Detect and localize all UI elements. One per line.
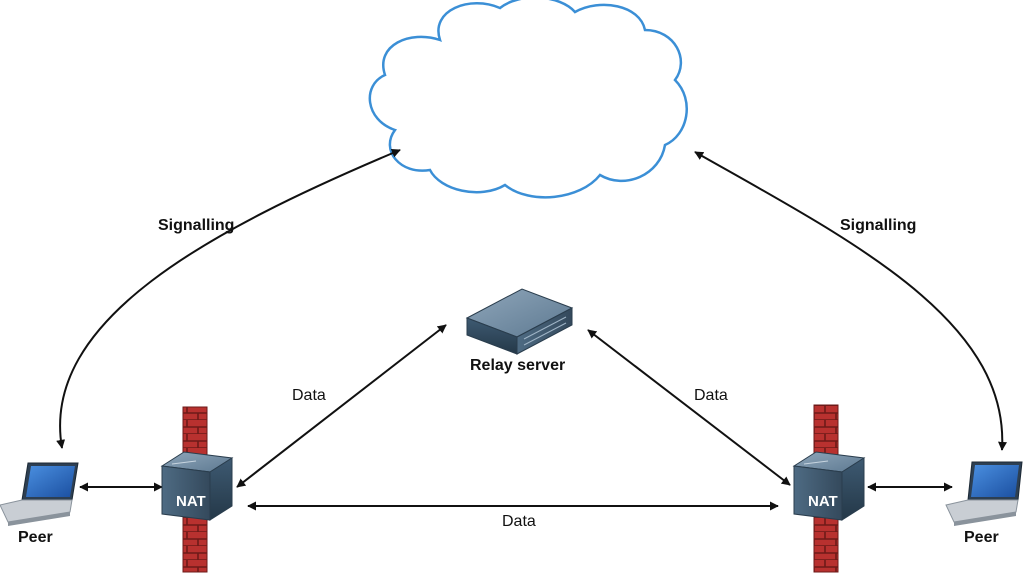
signalling-label-left: Signalling: [158, 217, 234, 234]
peer-label-right: Peer: [964, 529, 999, 546]
relay-server-icon: [465, 288, 574, 355]
peer-label-left: Peer: [18, 529, 53, 546]
laptop-icon: [945, 461, 1023, 526]
relay-server-label: Relay server: [470, 357, 565, 374]
nat-router-icon: [792, 451, 866, 521]
data-label-left: Data: [292, 387, 326, 404]
data-arrow-left: [236, 324, 447, 488]
data-label-bottom: Data: [502, 513, 536, 530]
nat-label-left: NAT: [176, 493, 206, 510]
signalling-label-right: Signalling: [840, 217, 916, 234]
nat-router-icon: [160, 451, 234, 521]
signalling-arrow-left: [56, 148, 401, 449]
cloud-icon: [368, 0, 688, 199]
data-arrow-right: [587, 329, 791, 486]
nat-label-right: NAT: [808, 493, 838, 510]
data-label-right: Data: [694, 387, 728, 404]
signalling-arrow-right: [694, 151, 1007, 451]
laptop-icon: [0, 462, 79, 526]
